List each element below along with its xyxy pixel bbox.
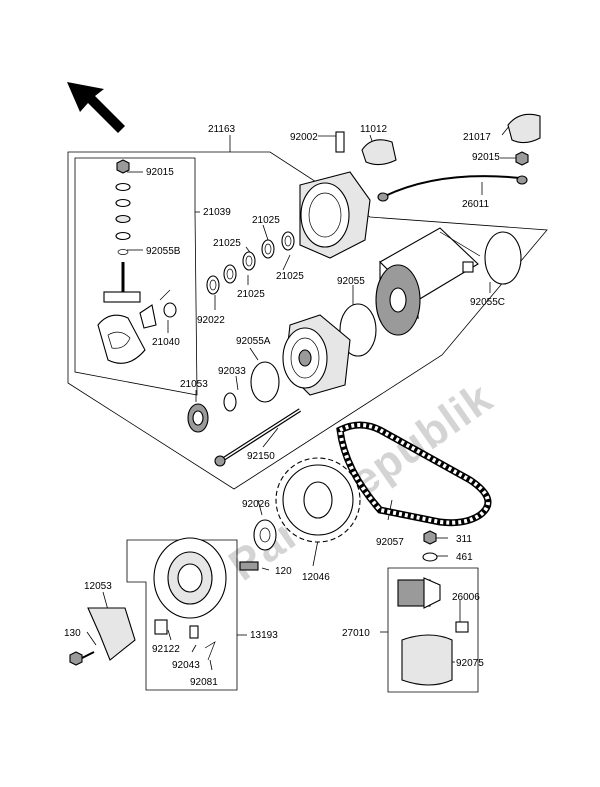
label-92150: 92150 [247,451,275,462]
label-27010: 27010 [342,628,370,639]
starter-motor-body [375,227,481,336]
brush-holder-parts [97,159,177,364]
front-direction-arrow-icon [67,82,125,133]
starter-assembly-outline [67,151,548,490]
label-92026: 92026 [242,499,270,510]
label-92002: 92002 [290,132,318,143]
label-92022: 92022 [197,315,225,326]
label-92075: 92075 [456,658,484,669]
label-13193: 13193 [250,630,278,641]
bracket-and-bolt [69,607,136,666]
label-21163: 21163 [208,124,236,135]
label-92015-left: 92015 [146,167,174,178]
label-461: 461 [456,552,473,563]
label-12053: 12053 [84,581,112,592]
label-120: 120 [275,566,292,577]
leader-lines [86,124,520,671]
starter-clutch [153,537,227,661]
shims [206,231,295,295]
washers-nuts-bolts [239,519,438,571]
part-number-labels: 21163 92002 11012 21017 92015 26011 9201… [64,124,505,688]
label-26006: 26006 [452,592,480,603]
label-92033: 92033 [218,366,246,377]
label-92055A: 92055A [236,336,271,347]
starter-chain [336,421,492,527]
label-21040: 21040 [152,337,180,348]
pinion-gear-and-bolt [187,403,302,467]
label-311: 311 [456,534,472,545]
starter-cable-and-covers [361,113,541,202]
starter-sprocket [275,457,361,543]
brush-holder-group-outline [74,157,198,396]
label-11012: 11012 [360,124,388,135]
clutch-group-outline [126,539,238,691]
label-26011: 26011 [462,199,490,210]
label-21025-d: 21025 [237,289,265,300]
starter-rear-cover [299,131,371,259]
label-92055B: 92055B [146,246,181,257]
label-21025-b: 21025 [213,238,241,249]
label-92015-top: 92015 [472,152,500,163]
label-92043: 92043 [172,660,200,671]
label-130: 130 [64,628,81,639]
label-21025-c: 21025 [276,271,304,282]
label-21039: 21039 [203,207,231,218]
label-12046: 12046 [302,572,330,583]
label-92055: 92055 [337,276,365,287]
label-92122: 92122 [152,644,180,655]
label-21017: 21017 [463,132,491,143]
label-21053: 21053 [180,379,208,390]
starter-relay-and-cover [397,577,469,686]
relay-group-outline [387,567,479,693]
label-92081: 92081 [190,677,218,688]
label-92057: 92057 [376,537,404,548]
label-92055C: 92055C [470,297,505,308]
label-21025-a: 21025 [252,215,280,226]
starter-front-cover [282,314,351,396]
